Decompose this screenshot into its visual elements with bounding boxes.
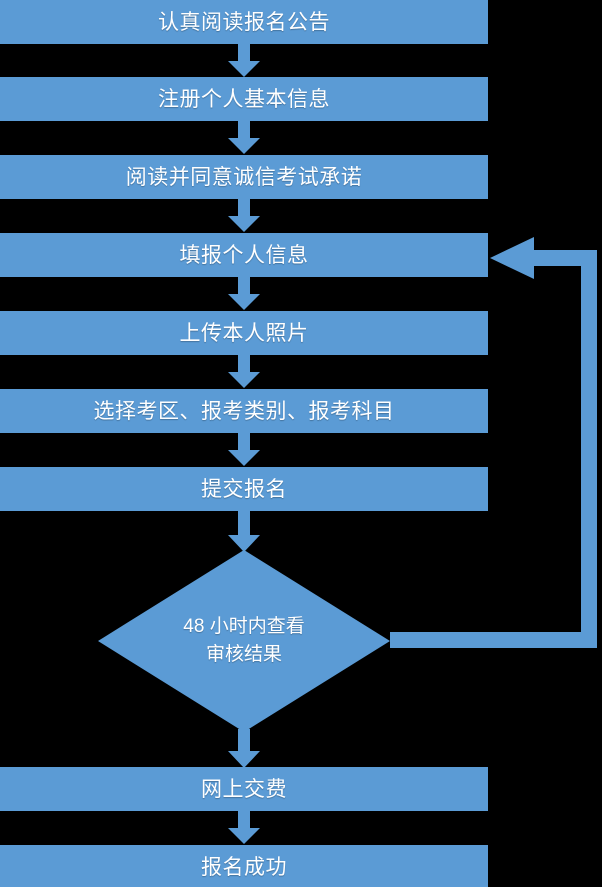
- flow-node-agree-integrity-pledge[interactable]: 阅读并同意诚信考试承诺: [0, 155, 488, 199]
- flow-decision-check-audit-result[interactable]: 48 小时内查看 审核结果: [98, 550, 390, 732]
- flow-node-label: 提交报名: [201, 477, 287, 501]
- connector-arrow-down-3: [227, 199, 261, 233]
- connector-arrow-down-8: [227, 729, 261, 769]
- flow-node-label: 认真阅读报名公告: [158, 10, 330, 34]
- connector-arrow-down-5: [227, 355, 261, 389]
- flow-node-registration-success[interactable]: 报名成功: [0, 845, 488, 887]
- flow-node-online-payment[interactable]: 网上交费: [0, 767, 488, 811]
- feedback-loop-arrow-left-icon: [490, 237, 535, 279]
- connector-arrow-down-7: [227, 511, 261, 553]
- feedback-loop-bottom-segment: [390, 632, 597, 648]
- flow-node-label: 网上交费: [201, 777, 287, 801]
- flow-node-select-exam-area-category-subject[interactable]: 选择考区、报考类别、报考科目: [0, 389, 488, 433]
- flow-node-label: 上传本人照片: [179, 321, 309, 345]
- feedback-loop-top-segment: [533, 250, 593, 266]
- flow-node-read-announcement[interactable]: 认真阅读报名公告: [0, 0, 488, 44]
- flow-node-label: 阅读并同意诚信考试承诺: [125, 165, 363, 189]
- flow-node-upload-photo[interactable]: 上传本人照片: [0, 311, 488, 355]
- connector-arrow-down-4: [227, 277, 261, 311]
- flow-node-label: 填报个人信息: [179, 243, 309, 267]
- connector-arrow-down-6: [227, 433, 261, 467]
- connector-arrow-down-2: [227, 121, 261, 155]
- connector-arrow-down-1: [227, 44, 261, 78]
- connector-arrow-down-9: [227, 811, 261, 845]
- flow-node-register-basic-info[interactable]: 注册个人基本信息: [0, 77, 488, 121]
- flow-node-label: 报名成功: [201, 855, 287, 879]
- feedback-loop-right-segment: [581, 250, 597, 640]
- flow-node-fill-personal-info[interactable]: 填报个人信息: [0, 233, 488, 277]
- flow-node-label: 选择考区、报考类别、报考科目: [93, 399, 395, 423]
- flow-node-submit-registration[interactable]: 提交报名: [0, 467, 488, 511]
- flow-node-label: 注册个人基本信息: [158, 87, 330, 111]
